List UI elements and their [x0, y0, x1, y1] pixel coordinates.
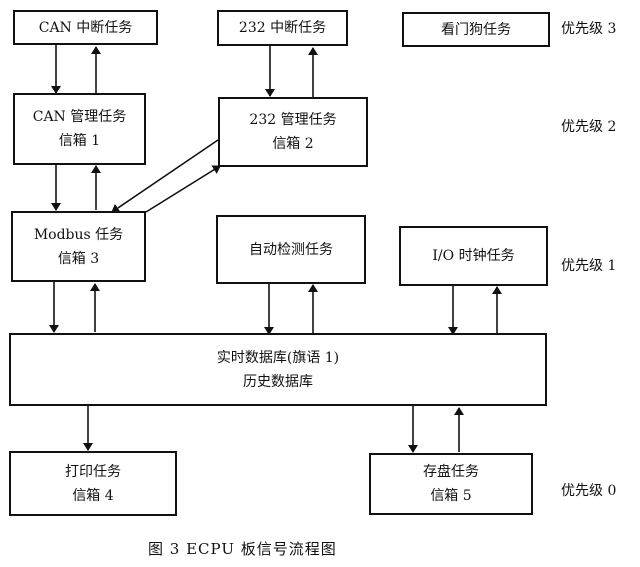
rs232-interrupt-task-box: 232 中断任务 [217, 10, 348, 46]
history-database-label: 历史数据库 [243, 373, 313, 390]
figure-caption: 图 3 ECPU 板信号流程图 [148, 540, 337, 558]
realtime-database-label: 实时数据库(旗语 1) [216, 349, 340, 366]
rs232-interrupt-task-label: 232 中断任务 [238, 20, 327, 36]
priority-0-label: 优先级 0 [561, 483, 617, 499]
mailbox-1-label: 信箱 1 [58, 133, 101, 149]
arrow-232-mgr-to-modbus [111, 139, 219, 213]
mailbox-4-label: 信箱 4 [72, 487, 114, 504]
modbus-task-box: Modbus 任务 信箱 3 [11, 211, 146, 282]
can-management-task-box: CAN 管理任务 信箱 1 [13, 93, 146, 165]
can-interrupt-task-label: CAN 中断任务 [38, 19, 133, 36]
database-box: 实时数据库(旗语 1) 历史数据库 [9, 333, 547, 406]
priority-1-label: 优先级 1 [561, 258, 617, 274]
arrow-modbus-to-232-mgr [145, 165, 221, 213]
mailbox-3-label: 信箱 3 [57, 250, 100, 267]
watchdog-task-label: 看门狗任务 [441, 21, 511, 38]
mailbox-2-label: 信箱 2 [272, 136, 314, 152]
store-task-box: 存盘任务 信箱 5 [369, 453, 533, 515]
print-task-box: 打印任务 信箱 4 [9, 451, 177, 516]
can-management-task-label: CAN 管理任务 [32, 109, 127, 125]
auto-detect-task-label: 自动检测任务 [249, 241, 333, 258]
watchdog-task-box: 看门狗任务 [402, 12, 550, 47]
rs232-management-task-box: 232 管理任务 信箱 2 [218, 97, 368, 167]
priority-2-label: 优先级 2 [561, 119, 617, 135]
auto-detect-task-box: 自动检测任务 [216, 215, 366, 284]
priority-3-label: 优先级 3 [561, 21, 617, 37]
io-clock-task-box: I/O 时钟任务 [399, 226, 548, 286]
print-task-label: 打印任务 [65, 463, 121, 480]
store-task-label: 存盘任务 [423, 464, 479, 480]
modbus-task-label: Modbus 任务 [33, 226, 124, 243]
mailbox-5-label: 信箱 5 [430, 488, 472, 504]
can-interrupt-task-box: CAN 中断任务 [13, 10, 158, 45]
io-clock-task-label: I/O 时钟任务 [432, 248, 515, 264]
rs232-management-task-label: 232 管理任务 [249, 112, 337, 128]
